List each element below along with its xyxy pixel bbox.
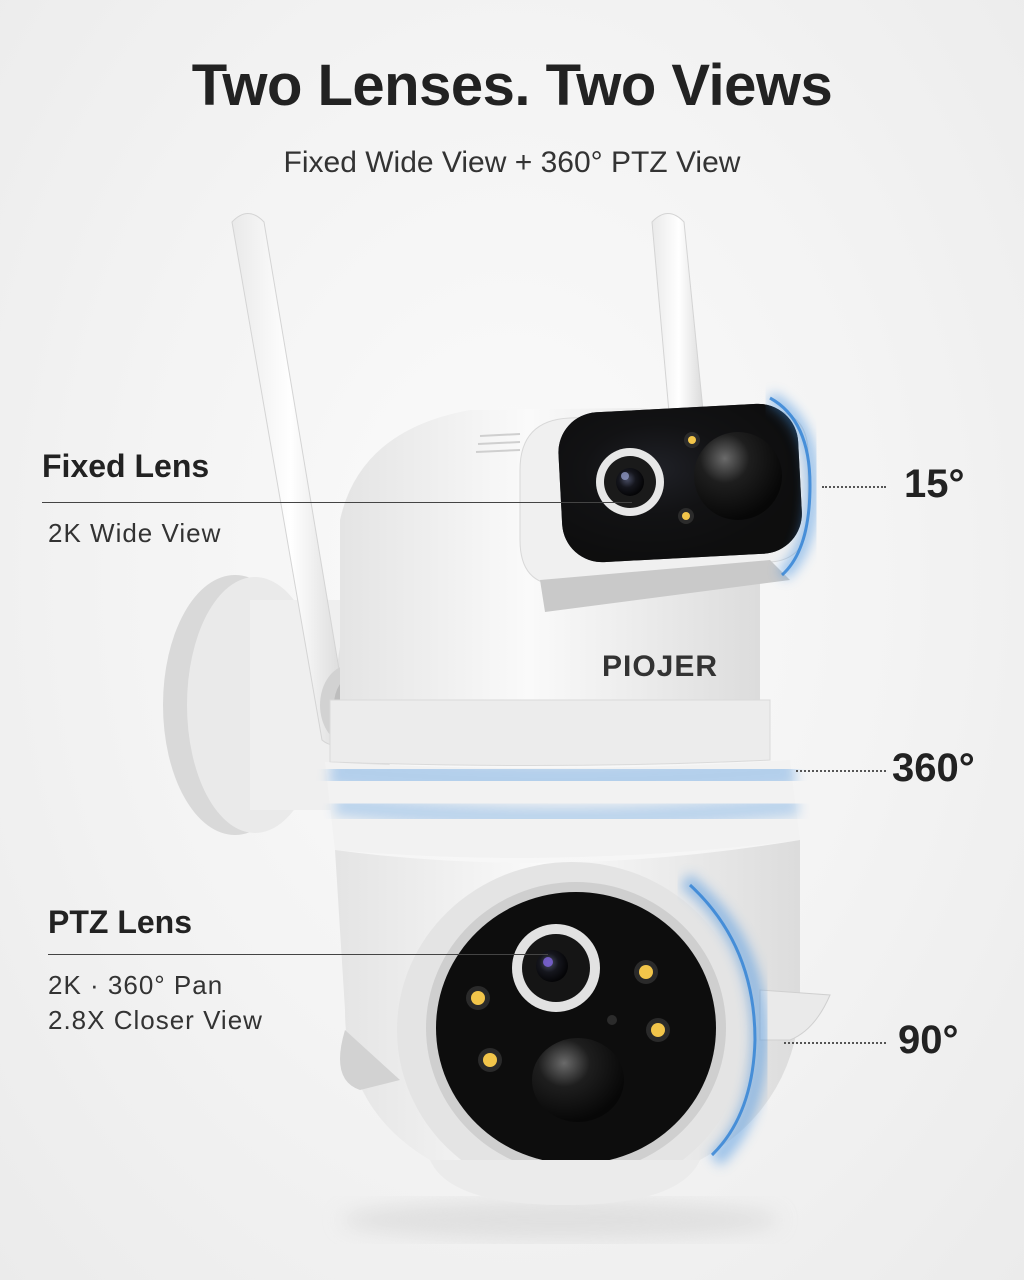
page-subtitle: Fixed Wide View + 360° PTZ View [283, 146, 741, 179]
tilt-ptz-leader [784, 1042, 886, 1044]
led-icon [471, 991, 485, 1005]
led-icon [682, 512, 690, 520]
tilt-ptz-angle: 90° [898, 1018, 959, 1062]
ptz-lens-leader-line [48, 954, 548, 955]
pan-leader [796, 770, 886, 772]
pan-ring [325, 753, 800, 858]
tilt-fixed-angle: 15° [904, 462, 965, 506]
ptz-lens-spec-1: 2K · 360° Pan [48, 970, 224, 1000]
fixed-lens-callout: Fixed Lens [42, 448, 209, 485]
antenna-icon [651, 213, 707, 447]
ptz-dome [335, 840, 831, 1205]
page-title: Two Lenses. Two Views [191, 53, 833, 118]
ptz-lens-spec-2: 2.8X Closer View [48, 1005, 263, 1035]
fixed-lens-description: 2K Wide View [48, 516, 221, 551]
fixed-lens-spec-1: 2K Wide View [48, 518, 222, 548]
ptz-lens-title: PTZ Lens [48, 904, 193, 940]
fixed-lens-title: Fixed Lens [42, 448, 210, 484]
ptz-lens-description: 2K · 360° Pan 2.8X Closer View [48, 968, 263, 1038]
led-icon [688, 436, 696, 444]
led-icon [639, 965, 653, 979]
fixed-lens-leader-line [42, 502, 632, 503]
fixed-lens-module [519, 403, 809, 612]
led-icon [651, 1023, 665, 1037]
brand-logo: PIOJER [602, 650, 718, 683]
ptz-lens-callout: PTZ Lens [48, 904, 192, 941]
pan-angle: 360° [892, 746, 975, 790]
tilt-fixed-leader [822, 486, 886, 488]
led-icon [483, 1053, 497, 1067]
